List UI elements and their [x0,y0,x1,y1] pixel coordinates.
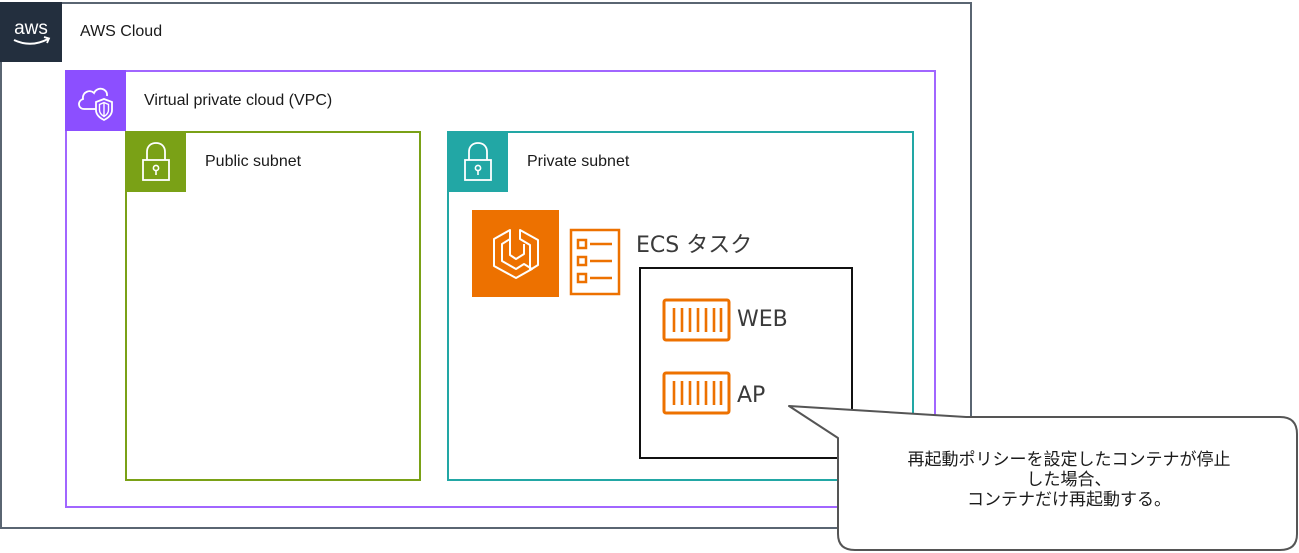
callout-bubble [788,405,1298,551]
public-subnet-label: Public subnet [205,153,302,170]
ecs-task-icon [569,228,621,296]
vpc-badge [65,70,126,131]
callout-line: した場合、 [1026,470,1112,490]
lock-icon [463,141,492,181]
aws-cloud-label: AWS Cloud [80,23,163,40]
aws-cloud-group [0,2,972,529]
public-subnet-badge [125,131,186,192]
public-subnet-group [125,131,421,481]
callout-text: 再起動ポリシーを設定したコンテナが停止 した場合、 コンテナだけ再起動する。 [840,450,1298,510]
vpc-cloud-shield-icon [77,87,113,121]
aws-logo-text: aws [14,18,48,39]
private-subnet-badge [447,131,508,192]
ecs-task-label: ECS タスク [636,233,753,258]
vpc-label: Virtual private cloud (VPC) [144,92,333,109]
container-icon [662,298,731,342]
aws-logo-icon: aws [13,18,51,45]
callout-line: コンテナだけ再起動する。 [967,490,1171,510]
private-subnet-label: Private subnet [527,153,630,170]
container-label-ap: AP [737,383,766,408]
ecs-task-box [639,267,853,459]
private-subnet-group [447,131,914,481]
container-label-web: WEB [737,307,788,332]
ecs-service-icon [472,210,559,297]
container-icon [662,371,731,415]
lock-icon [141,141,170,181]
vpc-group [65,70,936,508]
aws-logo-badge: aws [0,2,62,62]
ecs-hexagon-icon [492,228,539,279]
callout-line: 再起動ポリシーを設定したコンテナが停止 [907,450,1231,470]
